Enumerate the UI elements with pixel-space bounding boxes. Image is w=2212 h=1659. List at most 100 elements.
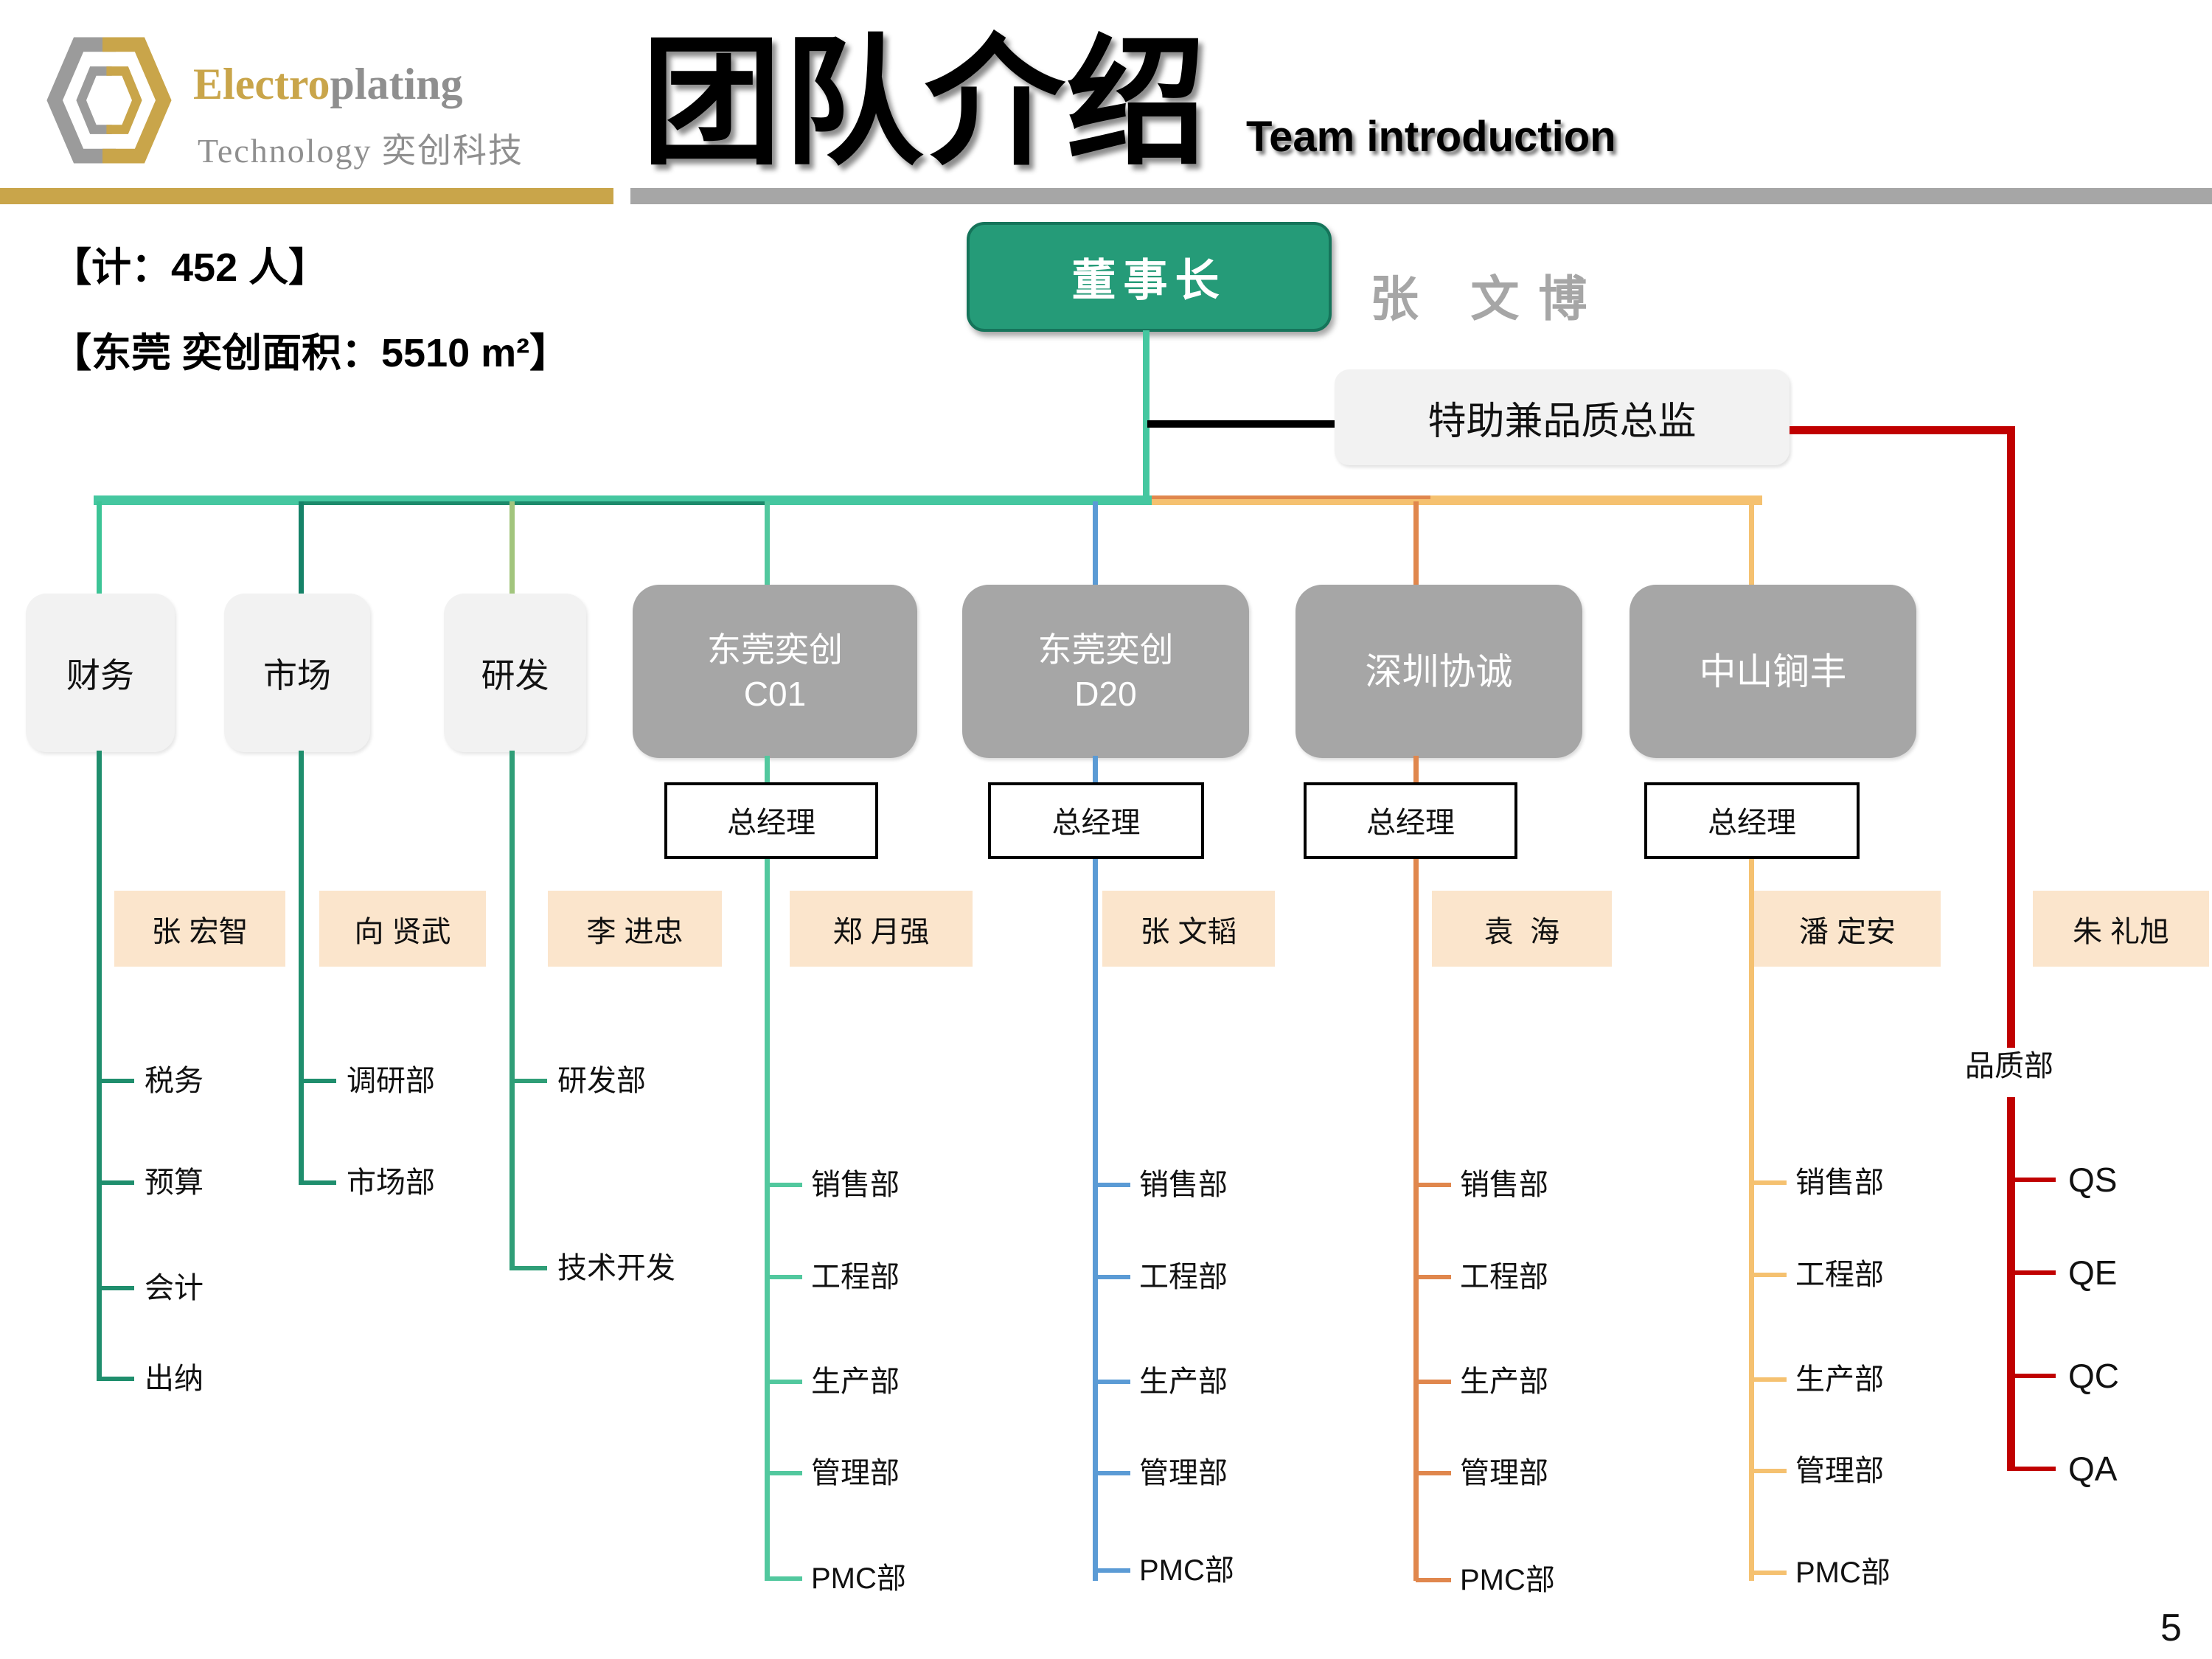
connector-chairman-drop (1143, 330, 1150, 497)
dept-label: 市场 (263, 655, 331, 695)
gm-box-d20: 总经理 (988, 782, 1204, 859)
connector-c01-bottom (765, 859, 770, 1581)
org-item: 出纳 (145, 1363, 204, 1395)
org-item: 销售部 (1460, 1169, 1548, 1201)
page-title-en: Team introduction (1246, 113, 1616, 161)
manager-label: 张 文韬 (1140, 915, 1237, 948)
tick-finance-2 (99, 1286, 134, 1290)
tick-shenzhen-0 (1416, 1183, 1451, 1187)
org-item: 管理部 (811, 1457, 900, 1489)
connector-quality-red-h (1790, 426, 2015, 434)
connector-shenzhen-top (1413, 501, 1419, 590)
brand-accent: Electro (193, 60, 330, 108)
org-item: 生产部 (1795, 1363, 1884, 1396)
company-logo-icon (46, 37, 172, 164)
tick-zhongshan-1 (1751, 1273, 1787, 1277)
org-item: 工程部 (1139, 1261, 1228, 1293)
org-item: 销售部 (1139, 1169, 1228, 1201)
headcount-stat: 【计：452 人】 (52, 246, 329, 290)
dept-box-rnd: 研发 (444, 594, 586, 752)
gm-box-zhongshan: 总经理 (1644, 782, 1860, 859)
connector-d20-top (1093, 501, 1098, 590)
brand-rest: plating (330, 60, 463, 108)
manager-label: 袁 海 (1484, 915, 1560, 948)
org-item: 管理部 (1795, 1455, 1884, 1487)
gold-divider-bar (0, 188, 613, 204)
tick-c01-4 (767, 1576, 802, 1581)
tick-d20-0 (1095, 1183, 1130, 1187)
tick-quality-2 (2011, 1374, 2056, 1378)
connector-market-top (299, 501, 304, 596)
connector-band-darkgreen (299, 501, 768, 505)
org-item: 工程部 (1460, 1261, 1548, 1293)
page-number: 5 (2160, 1607, 2182, 1649)
org-item: PMC部 (1795, 1557, 1891, 1589)
company-box-c01: 东莞奕创 C01 (633, 585, 917, 758)
company-label: 东莞奕创 (707, 630, 843, 669)
company-sublabel: C01 (743, 674, 807, 713)
tick-d20-4 (1095, 1568, 1130, 1573)
org-item: 市场部 (347, 1166, 435, 1199)
connector-d20-mid (1093, 756, 1098, 785)
dept-box-market: 市场 (224, 594, 370, 752)
org-item: QE (2068, 1253, 2118, 1292)
tick-d20-2 (1095, 1380, 1130, 1384)
org-item: PMC部 (1460, 1564, 1555, 1596)
connector-shenzhen-bottom (1413, 859, 1419, 1581)
dept-label: 财务 (66, 655, 134, 695)
manager-name-quality: 朱 礼旭 (2033, 891, 2209, 967)
connector-rnd-bottom (509, 751, 515, 1270)
connector-zhongshan-top (1749, 501, 1754, 590)
manager-name-shenzhen: 袁 海 (1432, 891, 1612, 967)
manager-name-d20: 张 文韬 (1102, 891, 1275, 967)
org-item: QS (2068, 1161, 2118, 1199)
org-item: QC (2068, 1357, 2119, 1395)
company-box-d20: 东莞奕创 D20 (962, 585, 1249, 758)
org-item: 生产部 (811, 1366, 900, 1398)
tick-zhongshan-3 (1751, 1469, 1787, 1473)
connector-market-bottom (299, 751, 304, 1185)
brand-subtitle: Technology 奕创科技 (198, 132, 524, 170)
chairman-box: 董事长 (967, 222, 1332, 332)
dept-label: 研发 (481, 655, 549, 695)
area-stat: 【东莞 奕创面积：5510 m²】 (52, 331, 570, 375)
tick-c01-3 (767, 1471, 802, 1475)
company-sublabel: D20 (1074, 674, 1137, 713)
connector-c01-top (765, 501, 770, 590)
chairman-name: 张 文博 (1370, 271, 1607, 326)
gm-box-c01: 总经理 (664, 782, 878, 859)
org-item: PMC部 (1139, 1554, 1234, 1587)
tick-d20-1 (1095, 1275, 1130, 1279)
connector-c01-mid (765, 756, 770, 785)
quality-dept-label: 品质部 (1965, 1050, 2053, 1082)
tick-quality-3 (2011, 1467, 2056, 1471)
connector-shenzhen-mid (1413, 756, 1419, 785)
tick-c01-1 (767, 1275, 802, 1279)
tick-market-0 (301, 1079, 336, 1083)
org-item: 销售部 (811, 1169, 900, 1201)
tick-d20-3 (1095, 1471, 1130, 1475)
tick-rnd-1 (512, 1266, 547, 1270)
org-item: 销售部 (1795, 1166, 1884, 1199)
connector-finance-bottom (97, 751, 102, 1381)
manager-name-rnd: 李 进忠 (548, 891, 722, 967)
org-item: 生产部 (1139, 1366, 1228, 1398)
company-box-zhongshan: 中山锏丰 (1630, 585, 1916, 758)
manager-name-finance: 张 宏智 (114, 891, 285, 967)
tick-zhongshan-2 (1751, 1377, 1787, 1382)
assistant-box: 特助兼品质总监 (1335, 369, 1790, 465)
tick-finance-1 (99, 1180, 134, 1185)
connector-quality-v2 (2007, 1097, 2015, 1471)
tick-shenzhen-2 (1416, 1380, 1451, 1384)
tick-quality-1 (2011, 1270, 2056, 1275)
company-box-shenzhen: 深圳协诚 (1295, 585, 1582, 758)
connector-d20-bottom (1093, 859, 1098, 1581)
tick-market-1 (301, 1180, 336, 1185)
gm-box-shenzhen: 总经理 (1304, 782, 1517, 859)
manager-label: 郑 月强 (832, 915, 930, 948)
org-item: PMC部 (811, 1562, 906, 1595)
tick-shenzhen-1 (1416, 1275, 1451, 1279)
org-item: 工程部 (1795, 1259, 1884, 1291)
org-item: 管理部 (1460, 1457, 1548, 1489)
